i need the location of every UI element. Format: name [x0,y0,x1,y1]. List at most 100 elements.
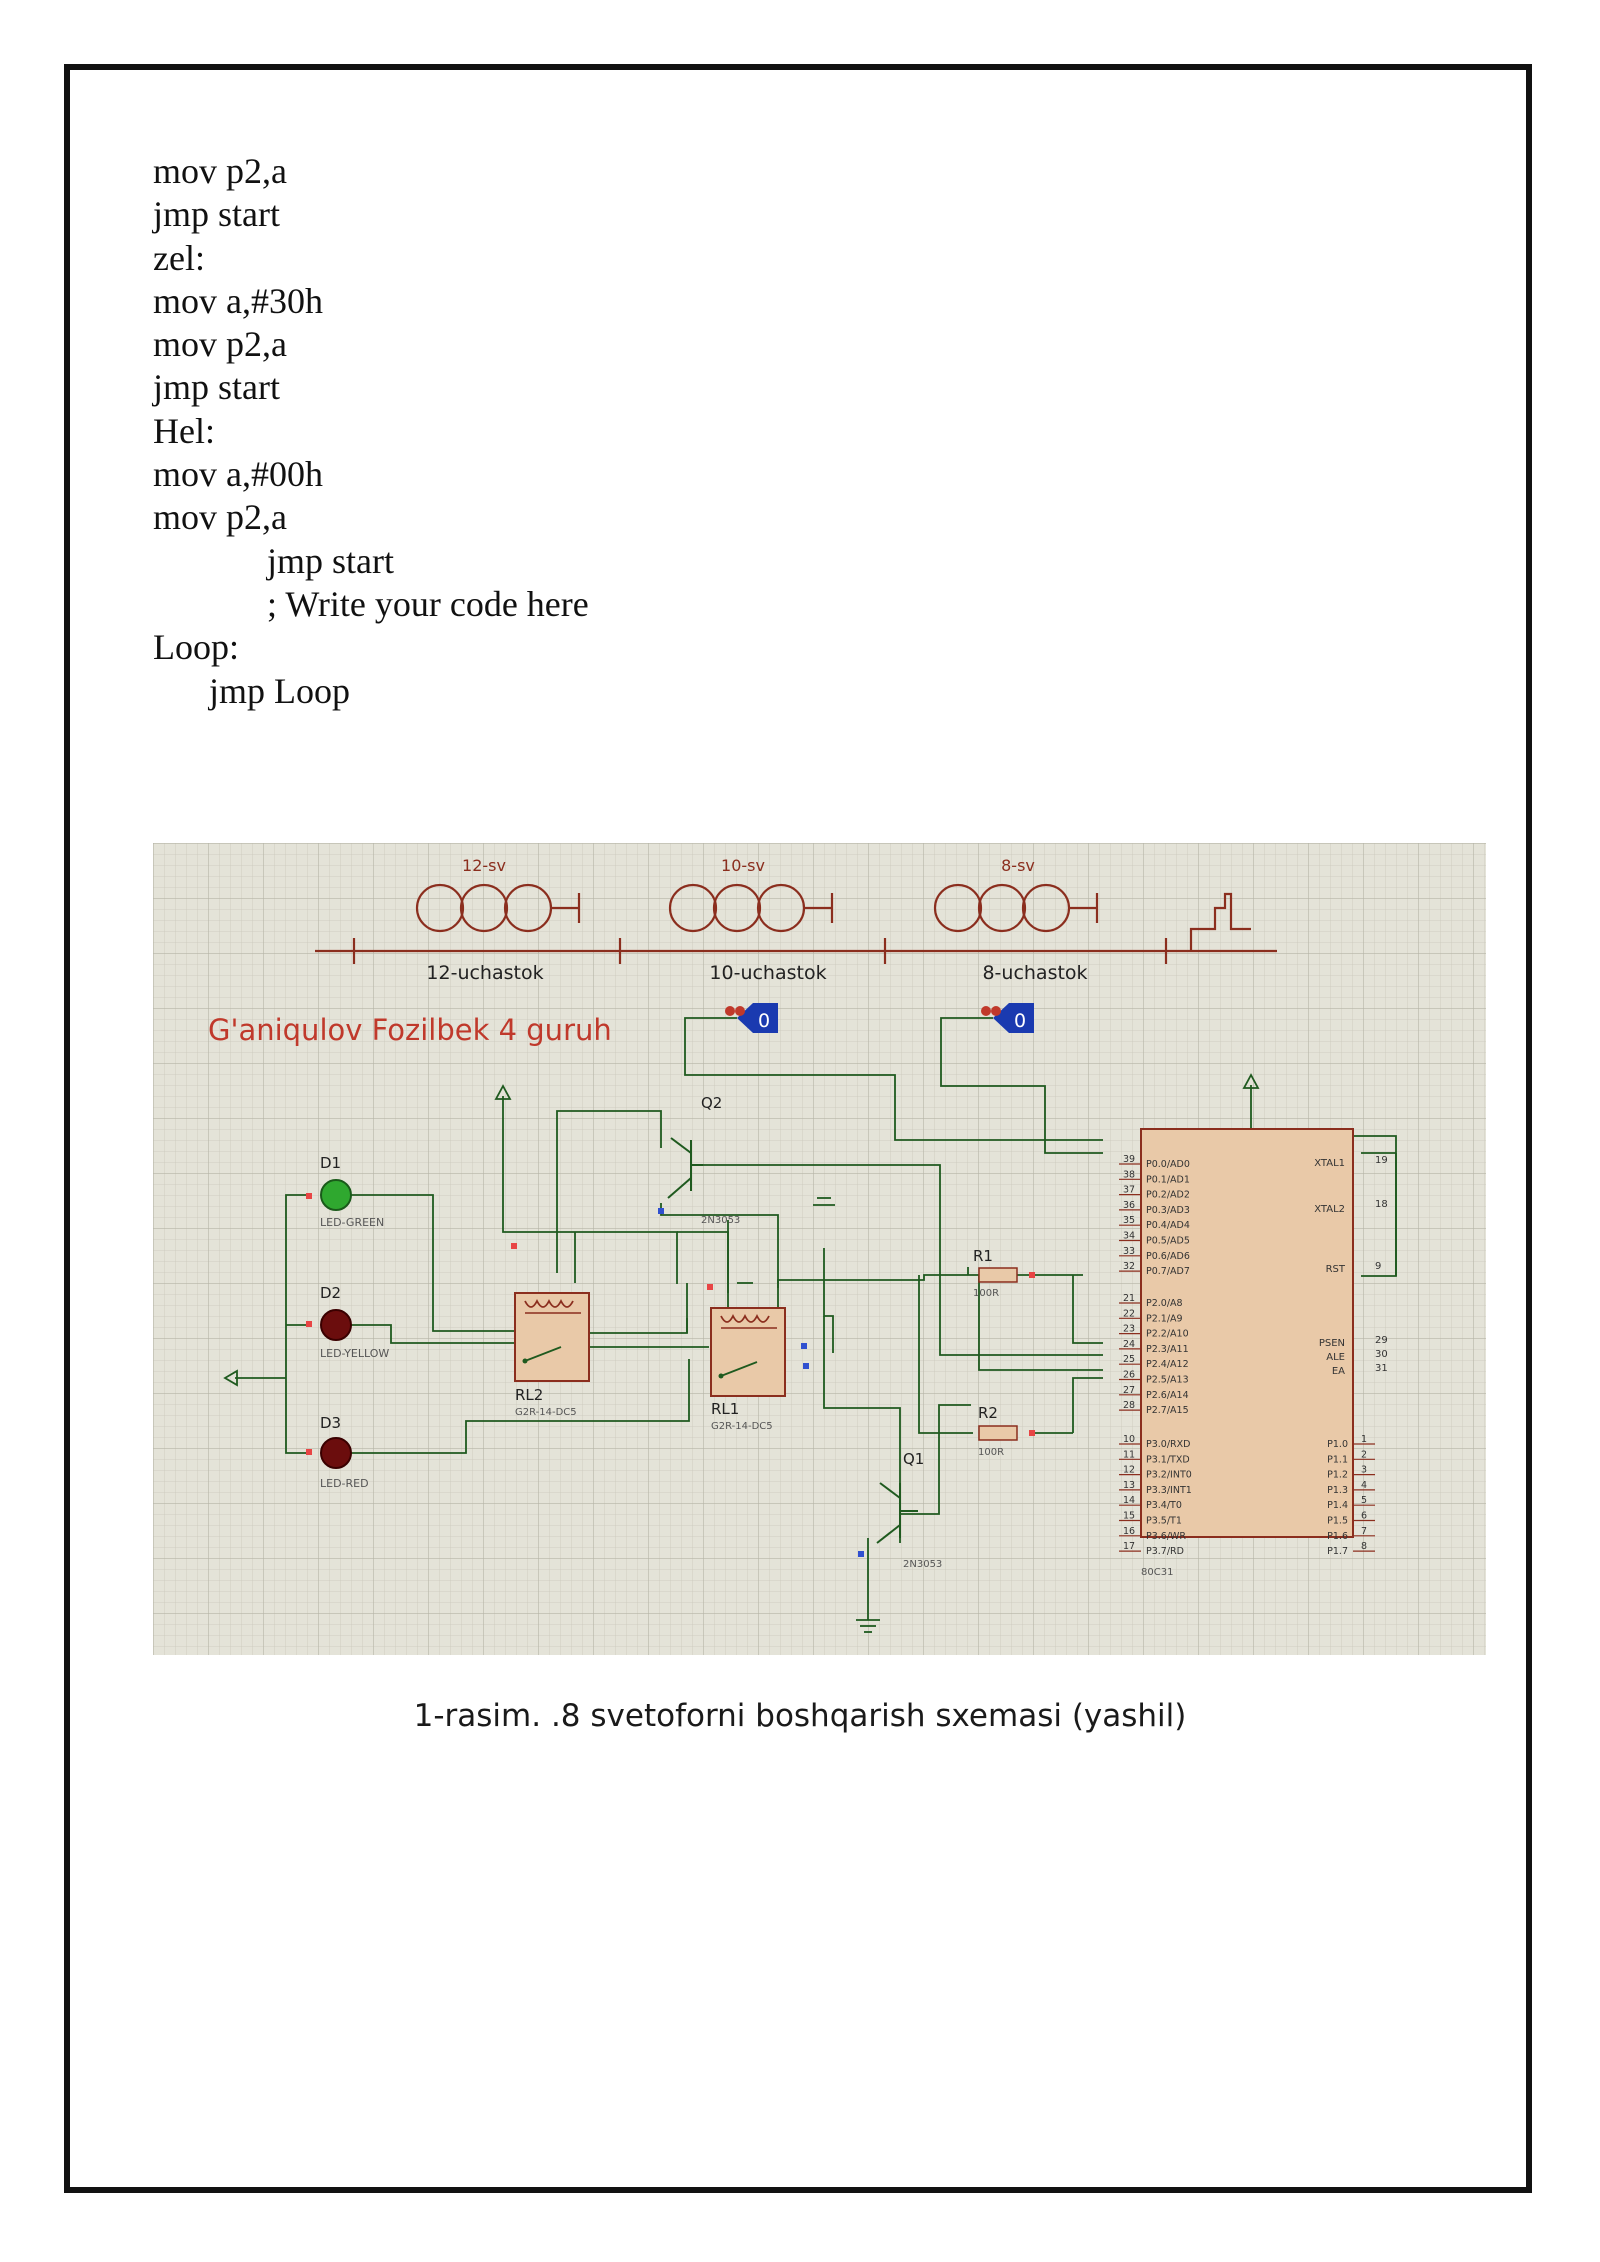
figure-caption: 1-rasim. .8 svetoforni boshqarish sxemas… [413,1698,1187,1734]
mcu-p1-pin-label: P1.7 [1327,1546,1348,1557]
mcu-xtal2-num: 18 [1375,1199,1388,1210]
mcu-p1-pin-num: 6 [1361,1511,1367,1522]
mcu-part-label: 80C31 [1141,1567,1173,1578]
lamp-group-8 [933,883,1099,933]
led-d1-ref: D1 [320,1154,341,1172]
mcu-p3-pin-num: 16 [1123,1526,1135,1537]
mcu-p0-pin-num: 37 [1123,1185,1135,1196]
mcu-xtal1-num: 19 [1375,1155,1388,1166]
mcu-p2-pin-num: 28 [1123,1400,1135,1411]
code-line: jmp start [153,367,280,408]
mcu-p0-pin-num: 33 [1123,1246,1135,1257]
resistor-r1-ref: R1 [973,1247,993,1265]
lamp-group-10 [668,883,834,933]
mcu-ea-label: EA [1332,1366,1345,1377]
lamp-label-12: 12-sv [462,856,506,875]
mcu-p1-pin-num: 1 [1361,1434,1367,1445]
led-red [306,1437,352,1469]
mcu-p3-pin-label: P3.0/RXD [1146,1439,1190,1450]
mcu-p3-pin-num: 11 [1123,1449,1135,1460]
mcu-p0-pin-num: 39 [1123,1154,1135,1165]
code-line: mov p2,a [153,324,287,365]
mcu-p0-pin-num: 38 [1123,1169,1135,1180]
resistor-r1-value: 100R [973,1288,999,1299]
led-yellow [306,1309,352,1341]
transistor-q2-ref: Q2 [701,1094,722,1112]
mcu-p1-pin-label: P1.6 [1327,1531,1348,1542]
page-border [64,64,1532,2193]
mcu-p3-pin-num: 14 [1123,1495,1135,1506]
code-line: mov a,#30h [153,280,323,321]
section-label-8: 8-uchastok [982,962,1087,984]
mcu-p2-pin-num: 24 [1123,1339,1135,1350]
code-line: jmp start [267,540,394,581]
relay-rl2-part: G2R-14-DC5 [515,1407,577,1418]
code-line: jmp start [153,194,280,235]
mcu-p0-pin-label: P0.1/AD1 [1146,1174,1190,1185]
lamp-label-10: 10-sv [721,856,765,875]
mcu-p1-pin-label: P1.4 [1327,1500,1348,1511]
lamp-group-12 [415,883,581,933]
assembly-code-block: mov p2,a jmp start zel: mov a,#30h mov p… [153,150,589,713]
track-line [315,892,1277,964]
mcu-p1-pin-label: P1.1 [1327,1454,1348,1465]
wires [235,1017,1397,1620]
mcu-p1-pin-label: P1.0 [1327,1439,1348,1450]
mcu-p3-pin-label: P3.3/INT1 [1146,1485,1192,1496]
mcu-p2-pin-num: 22 [1123,1308,1135,1319]
mcu-p0-pin-label: P0.3/AD3 [1146,1205,1190,1216]
mcu-ale-num: 30 [1375,1349,1388,1360]
circuit-schematic-figure: 12-sv 10-sv 8-sv 12-uchastok 10-uchastok… [153,843,1486,1655]
mcu-xtal2-label: XTAL2 [1314,1204,1345,1215]
mcu-p1-pin-num: 3 [1361,1465,1367,1476]
transistor-q1-ref: Q1 [903,1450,924,1468]
logic-probe-2-value: 0 [1014,1010,1026,1032]
mcu-p0-pin-label: P0.0/AD0 [1146,1159,1190,1170]
led-green [306,1179,352,1211]
mcu-p3-pin-label: P3.6/WR [1146,1531,1186,1542]
mcu-p3-pin-num: 12 [1123,1465,1135,1476]
ground-symbol-top [813,1197,835,1206]
logic-probe-2: 0 [981,1003,1034,1033]
mcu-p1-pin-label: P1.2 [1327,1470,1348,1481]
code-line: ; Write your code here [267,583,589,624]
mcu-p3-pin-num: 10 [1123,1434,1135,1445]
mcu-p1-pin-label: P1.3 [1327,1485,1348,1496]
mcu-p2-pin-label: P2.4/A12 [1146,1359,1189,1370]
resistor-r2 [978,1425,1035,1441]
mcu-p2-pin-label: P2.2/A10 [1146,1329,1189,1340]
transistor-q2-part: 2N3053 [701,1215,740,1226]
mcu-p0-pin-num: 34 [1123,1231,1135,1242]
resistor-r2-value: 100R [978,1447,1004,1458]
mcu-xtal1-label: XTAL1 [1314,1158,1345,1169]
resistor-r1 [978,1267,1035,1283]
mcu-p0-pin-num: 36 [1123,1200,1135,1211]
mcu-p3-pin-label: P3.2/INT0 [1146,1470,1192,1481]
transistor-q1-part: 2N3053 [903,1559,942,1570]
logic-probe-1: 0 [725,1003,778,1033]
mcu-psen-label: PSEN [1319,1338,1345,1349]
led-d2-part: LED-YELLOW [320,1347,389,1360]
mcu-p3-pin-label: P3.4/T0 [1146,1500,1182,1511]
code-line: mov a,#00h [153,454,323,495]
mcu-p2-pin-num: 25 [1123,1354,1135,1365]
mcu-p1-pin-num: 4 [1361,1480,1367,1491]
mcu-p0-pin-num: 32 [1123,1261,1135,1272]
power-arrows [223,1073,1260,1387]
mcu-p0-pin-num: 35 [1123,1215,1135,1226]
mcu-psen-num: 29 [1375,1335,1388,1346]
code-line: jmp Loop [209,670,350,711]
mcu-p2-pin-label: P2.5/A13 [1146,1375,1189,1386]
mcu-rst-num: 9 [1375,1261,1381,1272]
mcu-ale-label: ALE [1326,1352,1345,1363]
mcu-p3-pin-num: 15 [1123,1511,1135,1522]
mcu-p2-pin-num: 27 [1123,1385,1135,1396]
section-label-12: 12-uchastok [426,962,543,984]
mcu-p2-pin-label: P2.3/A11 [1146,1344,1189,1355]
mcu-p2-pin-label: P2.0/A8 [1146,1298,1183,1309]
mcu-p3-pin-num: 17 [1123,1541,1135,1552]
logic-probe-1-value: 0 [758,1010,770,1032]
mcu-p2-pin-num: 26 [1123,1370,1135,1381]
